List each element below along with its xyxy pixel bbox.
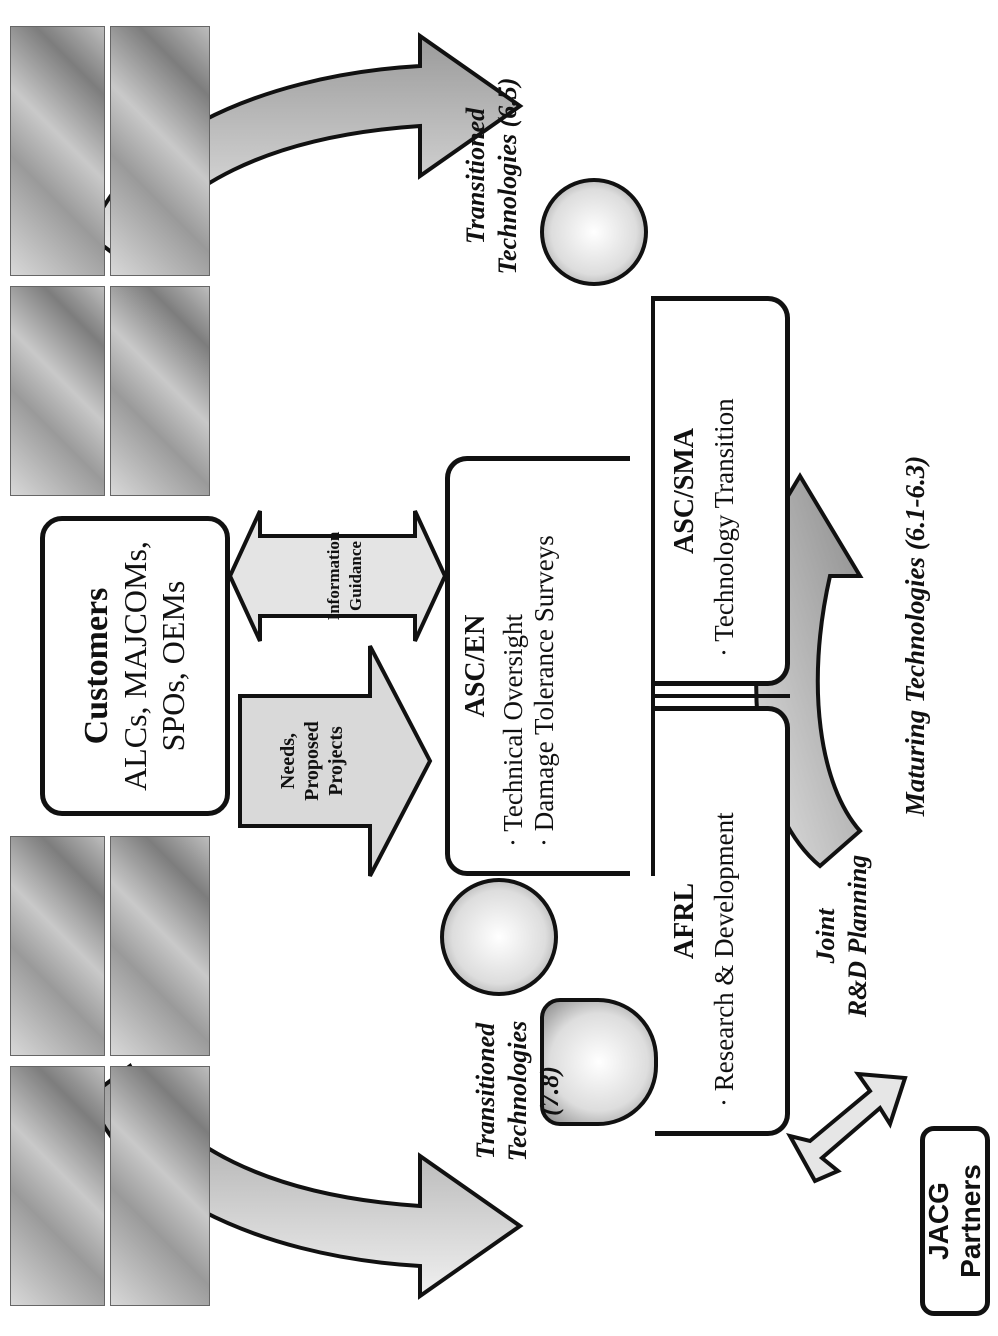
aircraft-photo xyxy=(110,1066,210,1306)
asc-sma-bullet: · Technology Transition xyxy=(709,398,739,657)
maturing-label: Maturing Technologies (6.1-6.3) xyxy=(900,455,930,817)
needs-line: Needs, xyxy=(277,732,299,790)
transitioned-65-line: Technologies (6.5) xyxy=(493,77,522,275)
joint-line: R&D Planning xyxy=(843,854,872,1018)
needs-line: Projects xyxy=(325,726,347,796)
info-line: Guidance xyxy=(346,541,365,611)
afrl-title: AFRL xyxy=(669,882,700,960)
customers-line2: SPOs, OEMs xyxy=(155,580,191,752)
asc-sma-title: ASC/SMA xyxy=(669,428,700,555)
asc-en-bullet: · Technical Oversight xyxy=(498,613,528,847)
asc-sma-box: ASC/SMA · Technology Transition xyxy=(655,296,790,686)
aircraft-photo xyxy=(10,26,105,276)
double-arrow-icon xyxy=(227,510,448,642)
needs-line: Proposed xyxy=(301,721,323,801)
asc-en-title: ASC/EN xyxy=(460,614,491,718)
aircraft-photo xyxy=(110,286,210,496)
transitioned-65-line: Transitioned xyxy=(461,107,490,245)
transitioned-65-label: Transitioned Technologies (6.5) xyxy=(460,46,524,306)
aircraft-photo xyxy=(10,836,105,1056)
aircraft-photo xyxy=(110,836,210,1056)
transitioned-78-label: Transitioned Technologies (7.8) xyxy=(470,1006,566,1176)
customers-line1: ALCs, MAJCOMs, xyxy=(117,541,153,791)
asc-en-emblem-icon xyxy=(440,878,558,996)
aircraft-photo xyxy=(110,26,210,276)
needs-arrow-icon xyxy=(238,645,433,877)
asc-en-box: ASC/EN · Technical Oversight · Damage To… xyxy=(445,456,630,876)
sma-emblem-icon xyxy=(540,178,648,286)
transitioned-78-line: Transitioned xyxy=(471,1022,500,1160)
double-arrow-icon xyxy=(786,1071,908,1184)
customers-box: Customers ALCs, MAJCOMs, SPOs, OEMs xyxy=(40,516,230,816)
joint-label: Joint R&D Planning xyxy=(810,836,874,1036)
customers-title: Customers xyxy=(78,587,115,745)
joint-line: Joint xyxy=(811,908,840,964)
info-line: Information xyxy=(324,531,343,621)
needs-arrow-label: Needs, Proposed Projects xyxy=(262,691,362,831)
jacg-partners-box: JACG Partners xyxy=(920,1126,990,1316)
aircraft-photo xyxy=(10,1066,105,1306)
asc-en-bullet: · Damage Tolerance Surveys xyxy=(529,535,559,847)
jacg-partners-label: JACG Partners xyxy=(923,1164,986,1278)
transitioned-78-line: (7.8) xyxy=(535,1066,564,1116)
afrl-bullet: · Research & Development xyxy=(709,812,739,1107)
transitioned-78-line: Technologies xyxy=(503,1020,532,1162)
afrl-box: AFRL · Research & Development xyxy=(655,706,790,1136)
aircraft-photo xyxy=(10,286,105,496)
info-arrow-label: Information Guidance xyxy=(300,528,390,624)
